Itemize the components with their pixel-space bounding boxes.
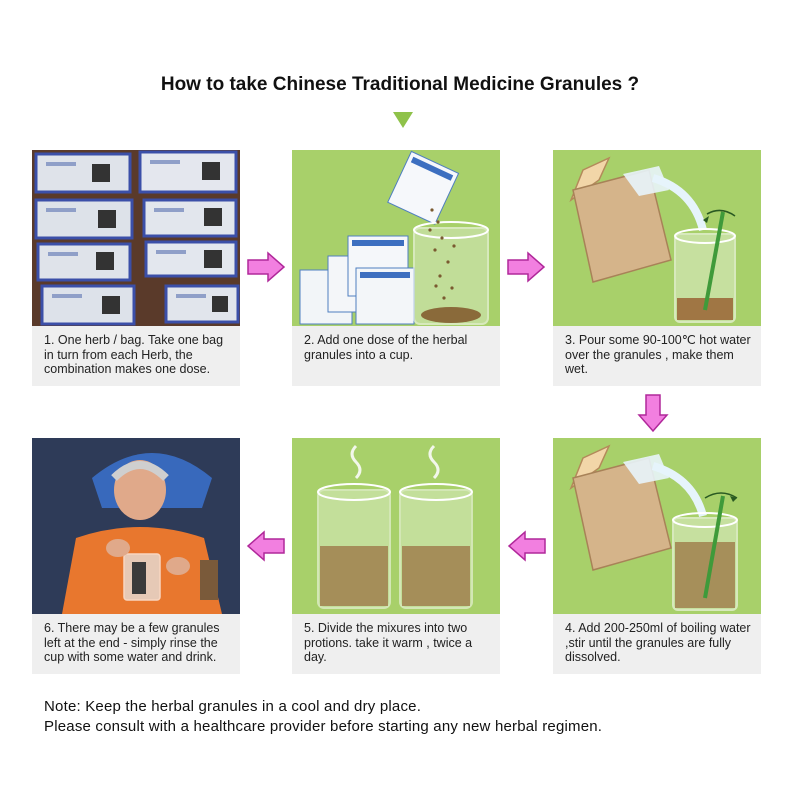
step-4-image bbox=[553, 438, 761, 614]
step-2: 2. Add one dose of the herbal granules i… bbox=[292, 150, 500, 386]
steam-icon bbox=[428, 444, 440, 480]
step-1: 1. One herb / bag. Take one bag in turn … bbox=[32, 150, 240, 386]
right-arrow-icon bbox=[507, 251, 546, 283]
page-title: How to take Chinese Traditional Medicine… bbox=[160, 74, 640, 95]
step-5: 5. Divide the mixures into two protions.… bbox=[292, 438, 500, 674]
step-1-caption: 1. One herb / bag. Take one bag in turn … bbox=[32, 326, 240, 386]
glass-cup bbox=[317, 483, 391, 609]
glass-cup bbox=[399, 483, 473, 609]
two-warm-cups-illustration bbox=[292, 438, 500, 614]
sachet bbox=[299, 150, 460, 325]
down-triangle-icon bbox=[393, 112, 413, 128]
step-1-image bbox=[32, 150, 240, 326]
face bbox=[114, 460, 166, 520]
note-consult: Please consult with a healthcare provide… bbox=[44, 718, 603, 735]
stir-granules-illustration bbox=[553, 438, 761, 614]
herb-bags-illustration bbox=[32, 150, 240, 326]
left-arrow-icon bbox=[507, 530, 546, 562]
step-5-caption: 5. Divide the mixures into two protions.… bbox=[292, 614, 500, 674]
granules-into-cup-illustration bbox=[292, 150, 500, 326]
steam-icon bbox=[350, 444, 362, 480]
step-3-image bbox=[553, 150, 761, 326]
step-6: 6. There may be a few granules left at t… bbox=[32, 438, 240, 674]
kettle-jug bbox=[569, 156, 672, 283]
pour-hot-water-illustration bbox=[553, 150, 761, 326]
step-6-image bbox=[32, 438, 240, 614]
note-storage: Note: Keep the herbal granules in a cool… bbox=[44, 698, 422, 715]
step-3: 3. Pour some 90-100℃ hot water over the … bbox=[553, 150, 761, 386]
step-3-caption: 3. Pour some 90-100℃ hot water over the … bbox=[553, 326, 761, 386]
man-rinsing-cup-illustration bbox=[32, 438, 240, 614]
step-5-image bbox=[292, 438, 500, 614]
step-2-caption: 2. Add one dose of the herbal granules i… bbox=[292, 326, 500, 386]
right-arrow-icon bbox=[247, 251, 286, 283]
glass-cup bbox=[413, 221, 489, 325]
down-arrow-icon bbox=[637, 394, 669, 433]
kettle-jug bbox=[569, 444, 672, 571]
left-arrow-icon bbox=[246, 530, 285, 562]
herb-bag bbox=[34, 150, 240, 326]
step-4-caption: 4. Add 200-250ml of boiling water ,stir … bbox=[553, 614, 761, 674]
step-2-image bbox=[292, 150, 500, 326]
step-4: 4. Add 200-250ml of boiling water ,stir … bbox=[553, 438, 761, 674]
glass-cup bbox=[672, 512, 738, 611]
step-6-caption: 6. There may be a few granules left at t… bbox=[32, 614, 240, 674]
